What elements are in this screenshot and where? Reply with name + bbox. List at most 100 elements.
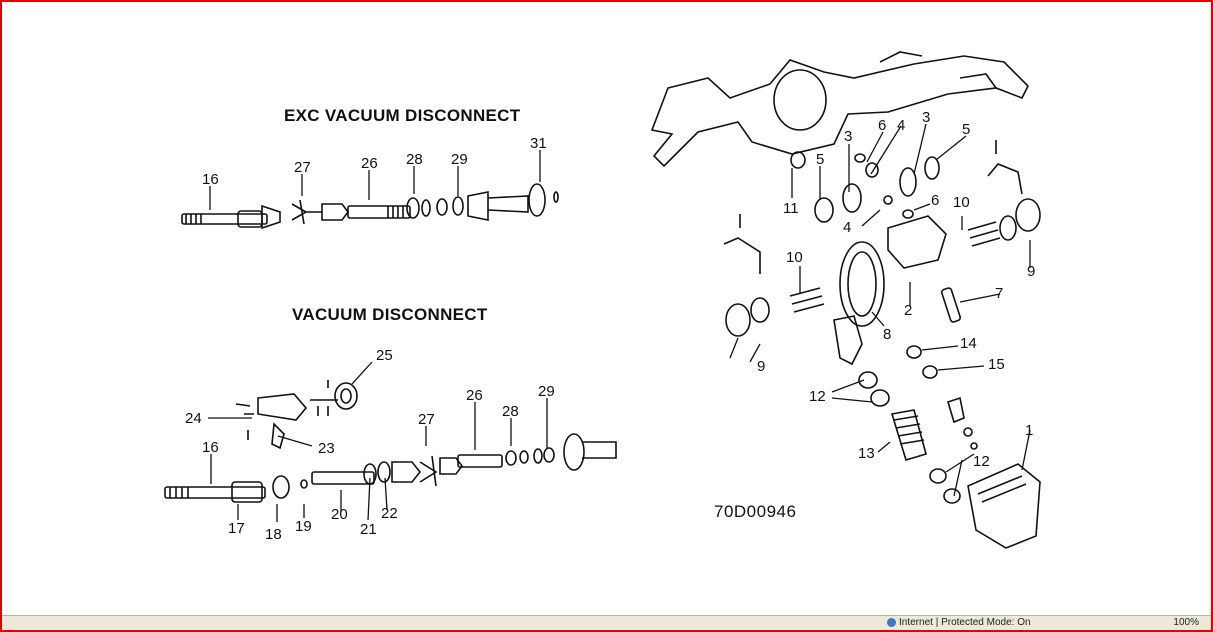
callout-vac-18: 18: [265, 526, 282, 543]
callout-vac-28: 28: [502, 403, 519, 420]
callout-axle-15: 15: [988, 356, 1005, 373]
vac-seal-29: [543, 447, 555, 463]
callout-vac-29: 29: [538, 383, 555, 400]
exc-seal-29: [452, 196, 464, 216]
security-zone[interactable]: Internet | Protected Mode: On: [887, 617, 1031, 628]
vac-intermediate-shaft-20: [311, 471, 375, 485]
callout-exc-28: 28: [406, 151, 423, 168]
right-bearing-cap: [987, 163, 1023, 195]
vac-yoke: [391, 461, 422, 483]
part-11-seal: [790, 151, 806, 169]
pinion-seal: [970, 442, 978, 450]
callout-axle-10b: 10: [786, 249, 803, 266]
part-10-shim-pack-left: [789, 287, 825, 313]
callouts-axle: 3 6 4 3 5 5 11 6 4 10 9 10 9 7 2 8 14 15…: [757, 109, 1035, 470]
callout-vac-21: 21: [360, 521, 377, 538]
vac-washer: [519, 450, 529, 464]
heading-vacuum-disconnect: VACUUM DISCONNECT: [292, 305, 488, 324]
callout-exc-27: 27: [294, 159, 311, 176]
callout-axle-9a: 9: [1027, 263, 1035, 280]
exc-seal-28: [406, 197, 420, 219]
callouts-exc: 16 27 26 28 29 31: [202, 135, 547, 188]
vac-motor-housing: [257, 393, 308, 421]
leader-lines: [208, 123, 1031, 522]
callout-axle-7: 7: [995, 285, 1003, 302]
part-9-bearing-cone-right: [999, 215, 1017, 241]
callout-axle-1: 1: [1025, 422, 1033, 439]
callout-vac-22: 22: [381, 505, 398, 522]
exc-shaft-splines: [185, 214, 202, 224]
part-4-pinion-gear: [865, 162, 879, 178]
callout-axle-3a: 3: [844, 128, 852, 145]
callout-axle-14: 14: [960, 335, 977, 352]
part-2-differential-case: [887, 215, 947, 269]
part-8-ring-gear: [839, 241, 885, 327]
part-7-cross-shaft: [940, 287, 962, 323]
exc-washer: [421, 199, 431, 217]
part-9-bearing-cup-right: [1015, 198, 1041, 232]
axle-housing: [650, 51, 1029, 168]
vac-u-joint-27: [419, 455, 438, 487]
security-zone-label: Internet | Protected Mode: On: [899, 617, 1031, 628]
globe-icon: [887, 617, 896, 627]
callout-axle-5a: 5: [962, 121, 970, 138]
part-1-cover-ribs: [977, 475, 1027, 503]
callout-axle-2: 2: [904, 302, 912, 319]
vac-shaft-assembly: [164, 433, 617, 503]
vac-collar-18: [272, 475, 290, 499]
callout-axle-4b: 4: [843, 219, 851, 236]
vac-shift-motor: [235, 380, 358, 450]
vac-spindle: [582, 441, 617, 459]
callout-axle-11: 11: [783, 200, 799, 217]
callout-axle-3b: 3: [922, 109, 930, 126]
callout-vac-26: 26: [466, 387, 483, 404]
part-12-pinion-bearing-upper: [858, 371, 878, 389]
part-12-bearing-lower: [929, 468, 947, 484]
part-10-shim-pack-right: [967, 221, 1001, 247]
part-3-side-gear-right: [899, 167, 917, 197]
callout-axle-6b: 6: [931, 192, 939, 209]
part-5-shim-left: [814, 197, 834, 223]
callout-vac-16: 16: [202, 439, 219, 456]
part-8-drive-pinion: [833, 315, 863, 366]
exc-shaft-assembly: [181, 183, 559, 230]
vac-gear-22: [377, 461, 391, 483]
vac-spindle-flange: [563, 433, 585, 471]
part-1-differential-cover: [967, 463, 1041, 549]
callout-exc-31: 31: [530, 135, 547, 152]
vac-collar-25-inner: [340, 388, 352, 404]
vac-bearing: [533, 448, 543, 464]
part-5-shim-right: [924, 156, 940, 180]
callout-vac-23: 23: [318, 440, 335, 457]
part-15-oil-slinger: [922, 365, 938, 379]
pinion-washer: [963, 427, 973, 437]
pinion-nut: [947, 396, 965, 424]
part-9-bearing-cone-left: [750, 297, 770, 323]
exc-yoke-right: [321, 203, 349, 221]
callout-axle-6a: 6: [878, 117, 886, 134]
callout-exc-26: 26: [361, 155, 378, 172]
part-13-spacer-stack: [890, 409, 927, 461]
vac-ring-19: [300, 479, 308, 489]
callout-vac-25: 25: [376, 347, 393, 364]
part-8-ring-gear-inner: [847, 251, 877, 317]
axle-tube-details: [879, 51, 997, 89]
callout-axle-12b: 12: [973, 453, 990, 470]
axle-housing-outline: [650, 55, 1029, 168]
vac-seal-28: [505, 450, 517, 466]
part-6-thrust-washer: [854, 153, 866, 163]
part-12-bearing-lower-cup: [943, 488, 961, 504]
exc-u-joint: [291, 199, 322, 225]
zoom-label: 100%: [1173, 617, 1199, 628]
callout-axle-4a: 4: [897, 117, 905, 134]
zoom-control[interactable]: 100%: [1173, 617, 1199, 628]
part-3-side-gear-left: [842, 183, 862, 213]
heading-exc-vacuum-disconnect: EXC VACUUM DISCONNECT: [284, 106, 521, 125]
part-4-pinion-gear-2: [883, 195, 893, 205]
vac-linkage: [310, 399, 338, 416]
part-14-collapsible-spacer: [906, 345, 922, 359]
exc-inner-axle-shaft: [181, 213, 268, 225]
exc-bearing: [436, 198, 448, 216]
callout-vac-27: 27: [418, 411, 435, 428]
vac-yoke-right: [439, 457, 463, 475]
